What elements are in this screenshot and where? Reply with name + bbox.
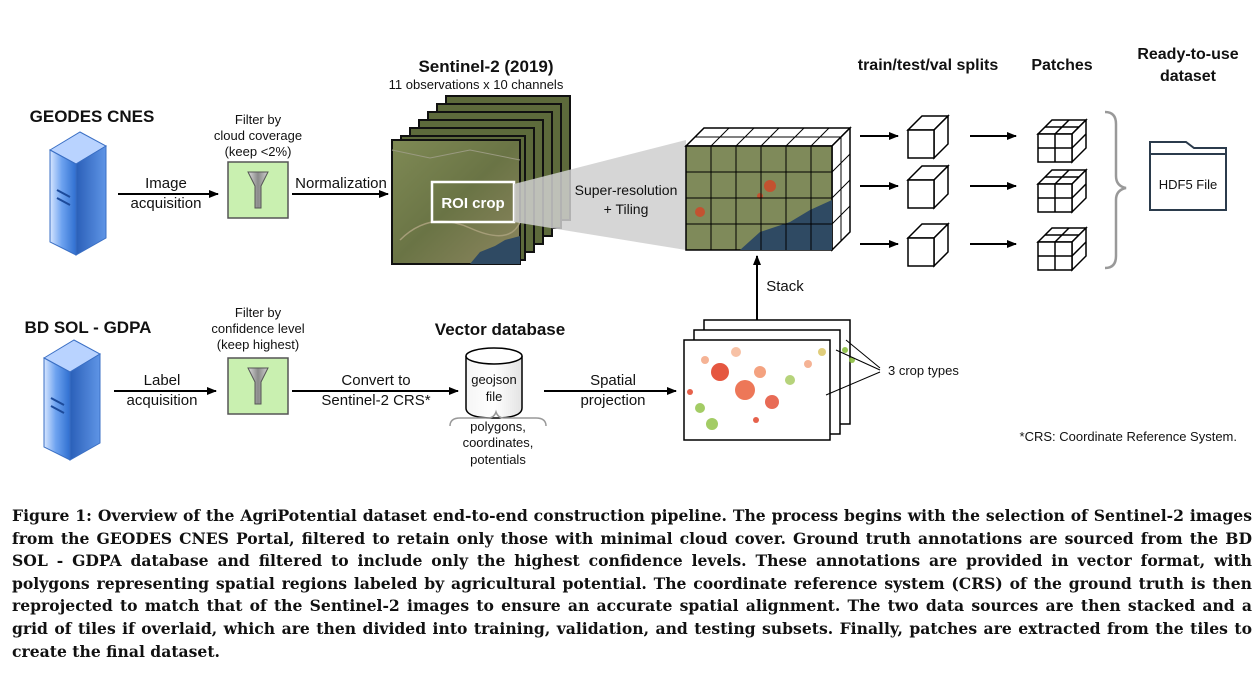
header-splits: train/test/val splits bbox=[858, 57, 999, 74]
superres-label-line2: + Tiling bbox=[604, 201, 649, 217]
filter-confidence-line3: (keep highest) bbox=[217, 337, 299, 352]
vector-file-line1: geojson bbox=[471, 372, 517, 387]
edge-label-label-acq: acquisition bbox=[127, 392, 198, 409]
crop-map bbox=[687, 347, 855, 430]
filter-confidence-line1: Filter by bbox=[235, 305, 282, 320]
edge-label-spatial-1: Spatial bbox=[590, 372, 636, 389]
vector-brace-line1: polygons, bbox=[470, 419, 526, 434]
filter-cloud-line3: (keep <2%) bbox=[225, 144, 292, 159]
split-cube-icon bbox=[906, 222, 950, 268]
figure-caption-label: Figure 1: bbox=[12, 506, 92, 525]
database-cylinder-icon bbox=[465, 347, 523, 419]
edge-label-acquisition: acquisition bbox=[131, 195, 202, 212]
sentinel-title: Sentinel-2 (2019) bbox=[418, 57, 553, 76]
vector-db-title: Vector database bbox=[435, 320, 565, 339]
crop-types-leader-3 bbox=[825, 371, 881, 396]
edge-label-convert-1: Convert to bbox=[341, 372, 410, 389]
roi-crop-label: ROI crop bbox=[441, 195, 504, 212]
vector-brace-line2: coordinates, bbox=[463, 435, 534, 450]
crop-types-leader-2 bbox=[835, 349, 881, 371]
dataset-brace bbox=[1104, 110, 1127, 270]
split-cube-icon bbox=[906, 114, 950, 160]
split-row-train bbox=[860, 114, 1088, 164]
superres-label-line1: Super-resolution bbox=[575, 182, 678, 198]
superres-beam bbox=[514, 140, 686, 250]
patches-icon bbox=[1036, 168, 1088, 214]
edge-label-stack: Stack bbox=[766, 278, 804, 295]
vector-file-line2: file bbox=[486, 389, 503, 404]
edge-label-label: Label bbox=[144, 372, 181, 389]
patches-icon bbox=[1036, 118, 1088, 164]
figure-caption: Figure 1:Overview of the AgriPotential d… bbox=[12, 505, 1252, 663]
filter-cloud-line2: cloud coverage bbox=[214, 128, 302, 143]
patches-icon bbox=[1036, 226, 1088, 272]
header-ready-line1: Ready-to-use bbox=[1137, 46, 1238, 63]
filter-funnel-icon bbox=[227, 357, 289, 415]
crop-types-label: 3 crop types bbox=[888, 363, 959, 378]
crs-footnote: *CRS: Coordinate Reference System. bbox=[1020, 429, 1237, 444]
header-patches: Patches bbox=[1031, 57, 1092, 74]
source-bdsol-label: BD SOL - GDPA bbox=[25, 318, 152, 337]
hdf5-label: HDF5 File bbox=[1159, 177, 1218, 192]
split-row-val bbox=[860, 222, 1088, 272]
hdf5-folder-icon bbox=[1149, 141, 1227, 211]
split-row-test bbox=[860, 164, 1088, 214]
vector-brace bbox=[449, 409, 547, 427]
filter-funnel-icon bbox=[227, 161, 289, 219]
server-icon bbox=[48, 131, 108, 256]
edge-label-spatial-2: projection bbox=[580, 392, 645, 409]
edge-label-image: Image bbox=[145, 175, 187, 192]
edge-label-convert-2: Sentinel-2 CRS* bbox=[321, 392, 430, 409]
pipeline-diagram: GEODES CNES Image acquisition Filter by … bbox=[25, 46, 1239, 467]
vector-brace-line3: potentials bbox=[470, 452, 526, 467]
header-ready-line2: dataset bbox=[1160, 68, 1217, 85]
figure-caption-text: Overview of the AgriPotential dataset en… bbox=[12, 506, 1252, 661]
source-geodes-label: GEODES CNES bbox=[30, 107, 155, 126]
tiled-cube bbox=[684, 126, 852, 252]
edge-label-normalization: Normalization bbox=[295, 175, 387, 192]
crop-map-stack bbox=[683, 319, 855, 441]
filter-confidence-line2: confidence level bbox=[211, 321, 304, 336]
split-cube-icon bbox=[906, 164, 950, 210]
filter-cloud-line1: Filter by bbox=[235, 112, 282, 127]
server-icon bbox=[42, 339, 102, 461]
crop-types-leader-1 bbox=[845, 339, 881, 369]
sentinel-subtitle: 11 observations x 10 channels bbox=[389, 77, 564, 92]
satellite-image bbox=[391, 139, 521, 265]
